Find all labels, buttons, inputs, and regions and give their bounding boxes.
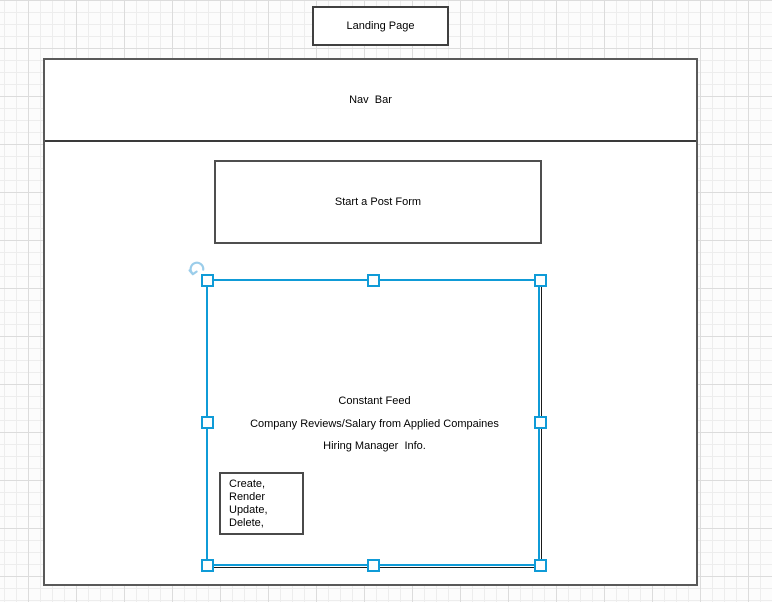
resize-handle-s[interactable] — [367, 559, 380, 572]
crud-shape[interactable]: Create, Render Update, Delete, — [219, 472, 304, 535]
resize-handle-nw[interactable] — [201, 274, 214, 287]
resize-handle-sw[interactable] — [201, 559, 214, 572]
resize-handle-w[interactable] — [201, 416, 214, 429]
resize-handle-n[interactable] — [367, 274, 380, 287]
crud-line-1: Create, Render — [229, 477, 269, 503]
landing-page-label: Landing Page — [346, 20, 415, 32]
feed-line-3: Hiring Manager Info. — [323, 440, 426, 453]
nav-bar-label: Nav Bar — [349, 94, 392, 106]
landing-page-shape[interactable]: Landing Page — [312, 6, 449, 46]
start-post-form-shape[interactable]: Start a Post Form — [214, 160, 542, 244]
resize-handle-e[interactable] — [534, 416, 547, 429]
resize-handle-se[interactable] — [534, 559, 547, 572]
resize-handle-ne[interactable] — [534, 274, 547, 287]
start-post-form-label: Start a Post Form — [334, 196, 422, 208]
feed-line-1: Constant Feed — [338, 395, 411, 408]
feed-line-2: Company Reviews/Salary from Applied Comp… — [250, 417, 499, 430]
nav-bar-section[interactable]: Nav Bar — [45, 60, 696, 142]
rotate-handle-icon[interactable] — [188, 259, 206, 277]
crud-line-2: Update, Delete, — [229, 503, 271, 529]
